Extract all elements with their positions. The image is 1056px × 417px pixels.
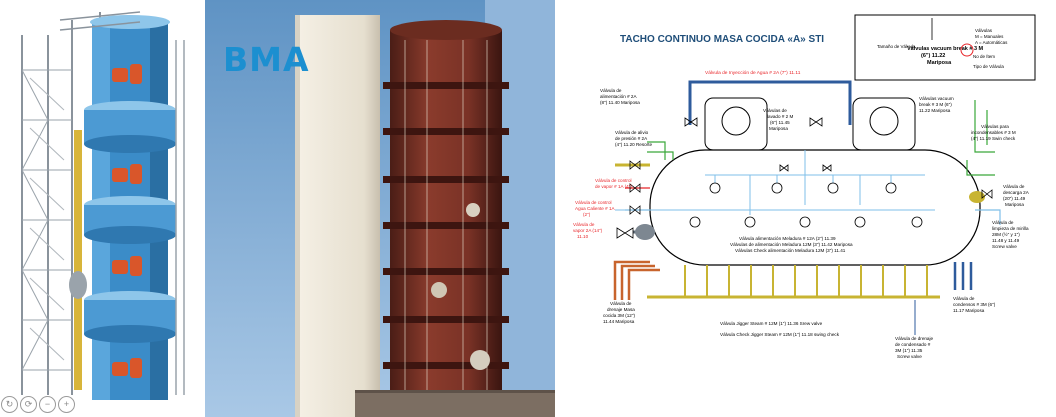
label-incond-1: Válvulas para xyxy=(981,124,1009,129)
vessel-body xyxy=(649,149,981,266)
vacuum-pan-3d-render xyxy=(21,11,185,400)
label-drenaje-3: cocida 3M (12") xyxy=(603,313,635,318)
label-condensos-2: condensos # 3M (6") xyxy=(953,302,996,307)
label-incond-2: incondensables # 3 M xyxy=(971,130,1016,135)
legend-highlight-circle xyxy=(960,43,974,57)
label-lavado-3: (6") 11.45 xyxy=(770,120,790,125)
label-drenaje-1: Válvula de xyxy=(610,301,632,306)
refresh-icon[interactable]: ⟳ xyxy=(20,396,37,413)
legend-size-label: Tamaño de Válvula xyxy=(877,44,916,49)
panel-photo: BMA xyxy=(205,0,555,417)
panel-3d-model: ↻ ⟳ − + xyxy=(0,0,205,417)
label-lavado-4: Mariposa xyxy=(769,126,788,131)
legend-manual: M = Manuales xyxy=(975,34,1004,39)
legend-sample-1: Válvulas vacuum break # 3 M xyxy=(907,46,984,52)
label-limpieza-5: Screw valve xyxy=(992,244,1017,249)
label-vapor2a-3: 11.10 xyxy=(577,234,589,239)
diagram-title: TACHO CONTINUO MASA COCIDA «A» STI xyxy=(620,34,824,45)
legend-valve-type: Tipo de Válvula xyxy=(973,64,1004,69)
label-limpieza-1: Válvula de xyxy=(992,220,1014,225)
label-drcond-4: Screw valve xyxy=(897,354,922,359)
label-drcond-3: 3M (1") 11.35 xyxy=(895,348,923,353)
label-limpieza-2: limpieza de mirilla xyxy=(992,226,1029,231)
pid-diagram: TACHO CONTINUO MASA COCIDA «A» STI Válvu… xyxy=(573,14,1036,359)
label-condensos-3: 11.17 Mariposa xyxy=(953,308,985,313)
vacuum-pan-photo xyxy=(205,0,555,417)
label-cv1a-1: Válvula de control xyxy=(595,178,632,183)
label-lavado-1: Válvulas de xyxy=(763,108,787,113)
label-condensos-1: Válvula de xyxy=(953,296,975,301)
label-jigger-1: Válvula Jigger Steam # 12M (1") 11.36 Sr… xyxy=(720,321,823,326)
label-drenaje-4: 11.44 Mariposa xyxy=(603,319,635,324)
legend-auto: A = Automáticas xyxy=(975,40,1008,45)
label-cv1a-2: de vapor # 1A (4") xyxy=(595,184,632,189)
label-limpieza-4: 11.48 y 11.49 xyxy=(992,238,1020,243)
label-cvagua-1: Válvula de control xyxy=(575,200,612,205)
label-limpieza-3: 28M (½" y 1") xyxy=(992,231,1020,237)
legend-item-no: No de Ítem xyxy=(973,53,995,59)
label-lavado-2: lavado # 2 M xyxy=(767,114,793,119)
label-meladura-1: Válvula alimentación Meladura # 12A (2")… xyxy=(739,236,836,241)
label-incond-3: (4") 11.19 Swin check xyxy=(971,136,1016,141)
plus-icon[interactable]: + xyxy=(58,396,75,413)
label-vacuum-2: break # 3 M (6") xyxy=(919,102,952,107)
label-alim2a-3: (8") 11.40 Mariposa xyxy=(600,100,640,105)
legend-sample-3: Mariposa xyxy=(927,60,952,66)
legend-box xyxy=(854,14,1036,81)
label-meladura-2: Válvulas de alimentación Meladura 12M (3… xyxy=(730,242,853,247)
label-alivio-2: de presión # 2A xyxy=(615,136,648,141)
label-descarga-3: (20") 11.49 xyxy=(1003,196,1026,201)
label-alim2a-1: Válvula de xyxy=(600,88,622,93)
label-descarga-2: descarga 2A xyxy=(1003,190,1030,195)
rotate-icon[interactable]: ↻ xyxy=(1,396,18,413)
label-agua-top: Válvula de Inyección de Agua # 2A (7") 1… xyxy=(705,70,801,76)
label-cvagua-2: Agua Caliente # 1A xyxy=(575,206,616,211)
legend-valves: Válvulas xyxy=(975,28,993,33)
label-vapor2a-2: vapor 2A (14") xyxy=(573,228,603,233)
label-descarga-4: Mariposa xyxy=(1005,202,1024,207)
label-drcond-2: de condensado # xyxy=(895,342,931,347)
label-cvagua-3: (2") xyxy=(583,212,591,217)
label-meladura-3: Válvulas Check alimentación Meladura 12M… xyxy=(735,248,846,253)
label-alim2a-2: alimentación # 2A xyxy=(600,94,637,99)
label-vapor2a-1: Válvula de xyxy=(573,222,595,227)
bma-watermark: BMA xyxy=(223,40,310,79)
panel-diagram: TACHO CONTINUO MASA COCIDA «A» STI Válvu… xyxy=(555,0,1056,417)
minus-icon[interactable]: − xyxy=(39,396,56,413)
label-jigger-2: Válvula Check Jigger Steam # 12M (1") 11… xyxy=(720,332,840,337)
label-vacuum-1: Válvulas vacuum xyxy=(919,96,954,101)
label-drcond-1: Válvula de drenaje xyxy=(895,336,933,341)
legend-sample-2: (6") 11.22 xyxy=(921,53,945,59)
label-vacuum-3: 11.22 Mariposa xyxy=(919,108,951,113)
label-alivio-1: Válvula de alivio xyxy=(615,130,649,135)
label-drenaje-2: drenaje Masa xyxy=(607,307,635,312)
label-descarga-1: Válvula de xyxy=(1003,184,1025,189)
label-alivio-3: (4") 11.20 Resorte xyxy=(615,142,652,147)
